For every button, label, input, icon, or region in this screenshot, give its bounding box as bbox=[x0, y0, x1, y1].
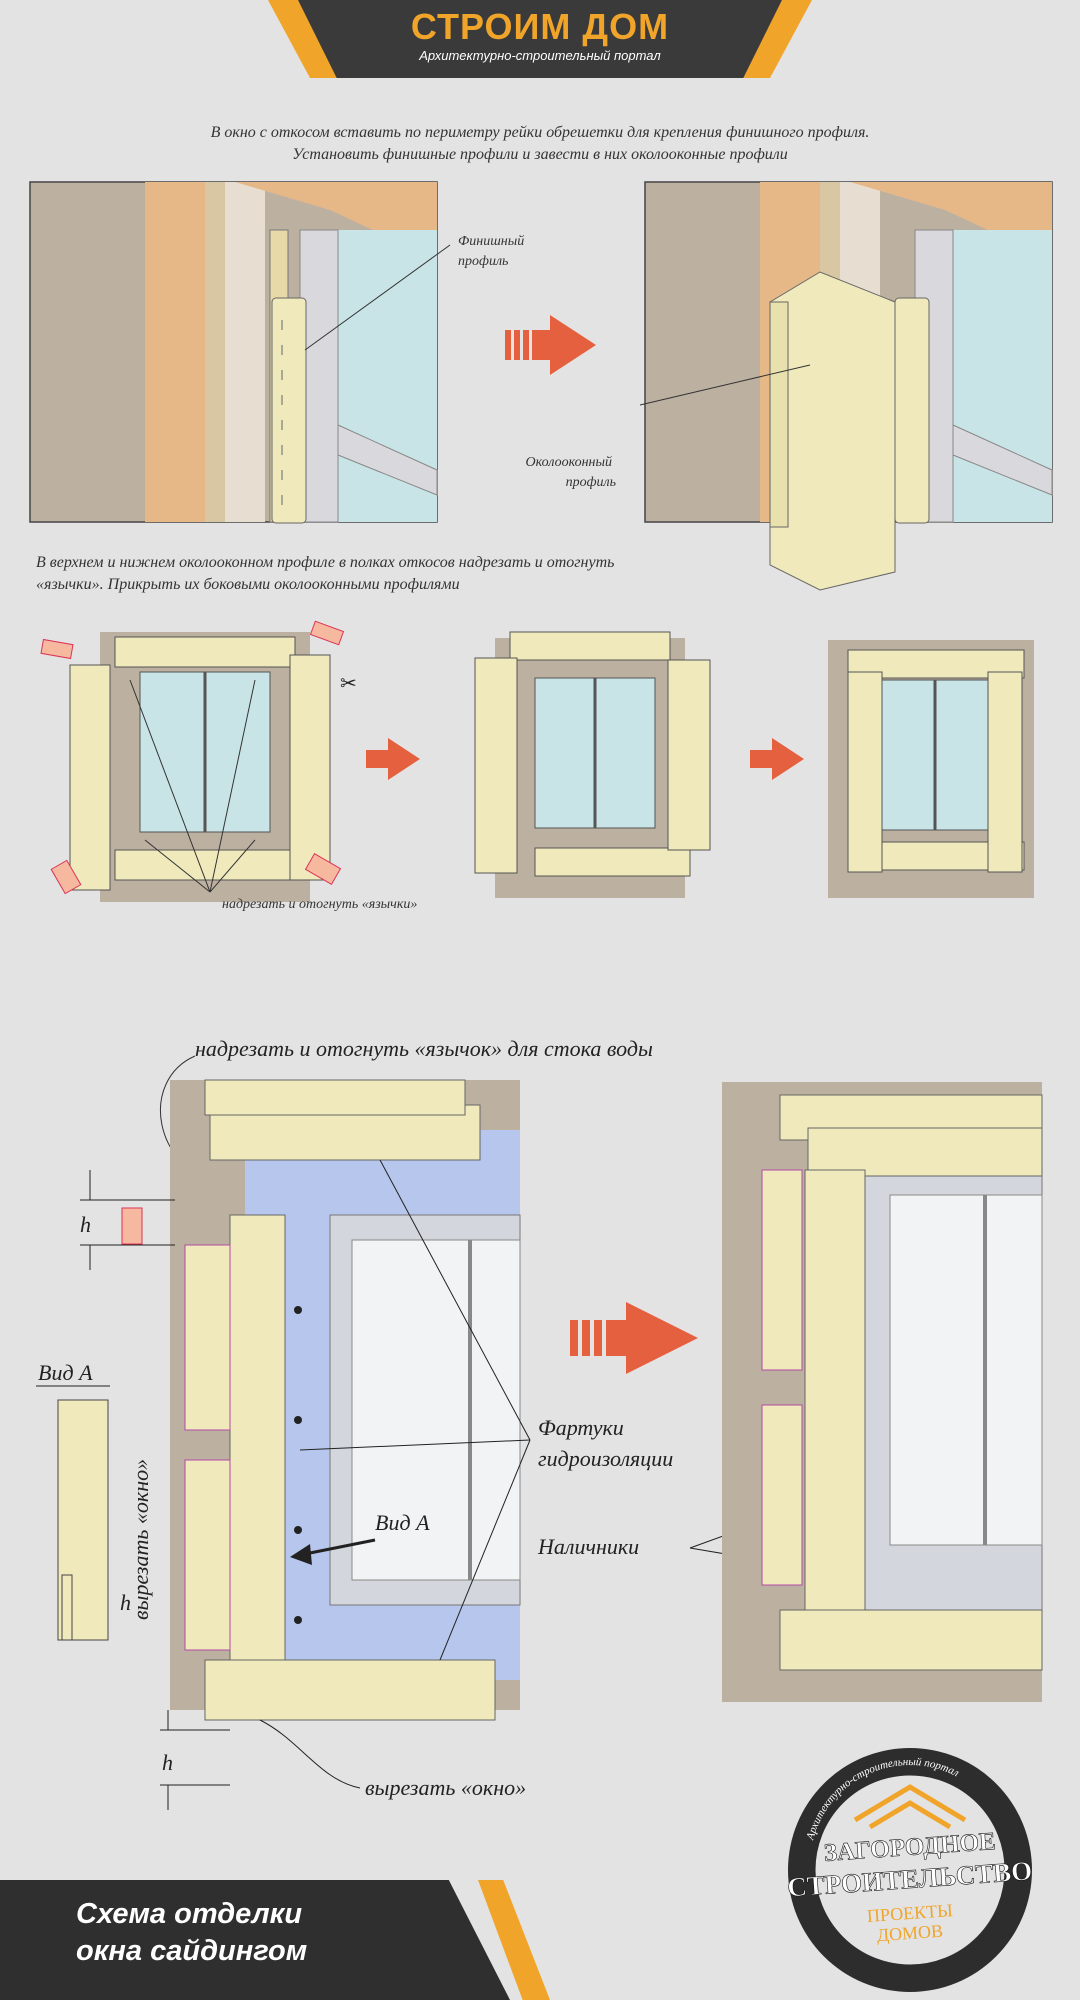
step2-caption: В верхнем и нижнем околооконном профиле … bbox=[36, 552, 836, 596]
label-aprons-line2: гидроизоляции bbox=[538, 1446, 673, 1471]
step2-cut-illustration: ✂ bbox=[40, 620, 357, 902]
step2-caption-line2: «язычки». Прикрыть их боковыми околоокон… bbox=[36, 576, 460, 593]
footer-title-line1: Схема отделки bbox=[76, 1898, 303, 1930]
label-h-bottom: h bbox=[162, 1750, 173, 1775]
step1-diagram: Финишный профиль Околооконный профиль bbox=[29, 181, 1053, 591]
label-view-a: Вид А bbox=[375, 1510, 430, 1535]
view-a-inset-illustration bbox=[57, 1399, 109, 1641]
footer-title-line2: окна сайдингом bbox=[76, 1935, 308, 1967]
step2-diagram: ✂ надрезать и отогнуть «язычки» bbox=[40, 620, 1034, 912]
label-window-profile-line1: Околооконный bbox=[526, 455, 612, 470]
step1-caption-line2: Установить финишные профили и завести в … bbox=[292, 146, 788, 163]
footer-band bbox=[0, 1880, 510, 2000]
step1-caption: В окно с откосом вставить по периметру р… bbox=[0, 122, 1080, 166]
step3-diagram: надрезать и отогнуть «язычок» для стока … bbox=[36, 1036, 1043, 1810]
label-window-profile-line2: профиль bbox=[566, 475, 616, 490]
view-a-arrow-icon bbox=[290, 1538, 376, 1565]
house-roof-icon bbox=[853, 1784, 967, 1830]
logo-line4: ДОМОВ bbox=[876, 1921, 944, 1946]
brand-logo[interactable]: Архитектурно-строительный портал ЗАГОРОД… bbox=[760, 1735, 1060, 1995]
step1-arrow-icon bbox=[505, 315, 596, 375]
site-subtitle: Архитектурно-строительный портал bbox=[419, 48, 661, 63]
header-band bbox=[298, 0, 782, 78]
label-cut-window-vertical: вырезать «окно» bbox=[128, 1459, 153, 1620]
step1-after-illustration bbox=[639, 181, 1053, 591]
step3-arrow-icon bbox=[570, 1302, 698, 1374]
step3-result-illustration bbox=[722, 1082, 1043, 1702]
step2-arrow1-icon bbox=[366, 738, 420, 780]
label-cut-tabs: надрезать и отогнуть «язычки» bbox=[222, 897, 417, 912]
footer-title: Схема отделки окна сайдингом bbox=[76, 1896, 496, 1970]
label-casings: Наличники bbox=[537, 1534, 639, 1559]
dimension-h-bottom bbox=[160, 1710, 230, 1810]
step1-caption-line1: В окно с откосом вставить по периметру р… bbox=[210, 124, 870, 141]
step1-before-illustration bbox=[29, 181, 451, 524]
step2-caption-line1: В верхнем и нижнем околооконном профиле … bbox=[36, 554, 615, 571]
site-title[interactable]: СТРОИМ ДОМ bbox=[410, 6, 670, 47]
dimension-h-top bbox=[80, 1170, 175, 1270]
step3-detail-illustration bbox=[121, 1079, 521, 1721]
label-finish-profile-line2: профиль bbox=[458, 254, 508, 269]
label-view-a-inset: Вид А bbox=[38, 1360, 93, 1385]
label-h-inset: h bbox=[120, 1590, 131, 1615]
step2-assembly-illustration bbox=[474, 631, 711, 898]
label-h-top: h bbox=[80, 1212, 91, 1237]
label-finish-profile-line1: Финишный bbox=[458, 234, 524, 249]
label-aprons-line1: Фартуки bbox=[538, 1415, 624, 1440]
step2-arrow2-icon bbox=[750, 738, 804, 780]
label-cut-window-bottom: вырезать «окно» bbox=[365, 1775, 526, 1800]
aprons-leader-lines bbox=[299, 1159, 531, 1661]
step2-finished-illustration bbox=[828, 640, 1034, 898]
scissors-icon: ✂ bbox=[340, 673, 357, 695]
label-cut-tab-drain: надрезать и отогнуть «язычок» для стока … bbox=[195, 1036, 653, 1061]
